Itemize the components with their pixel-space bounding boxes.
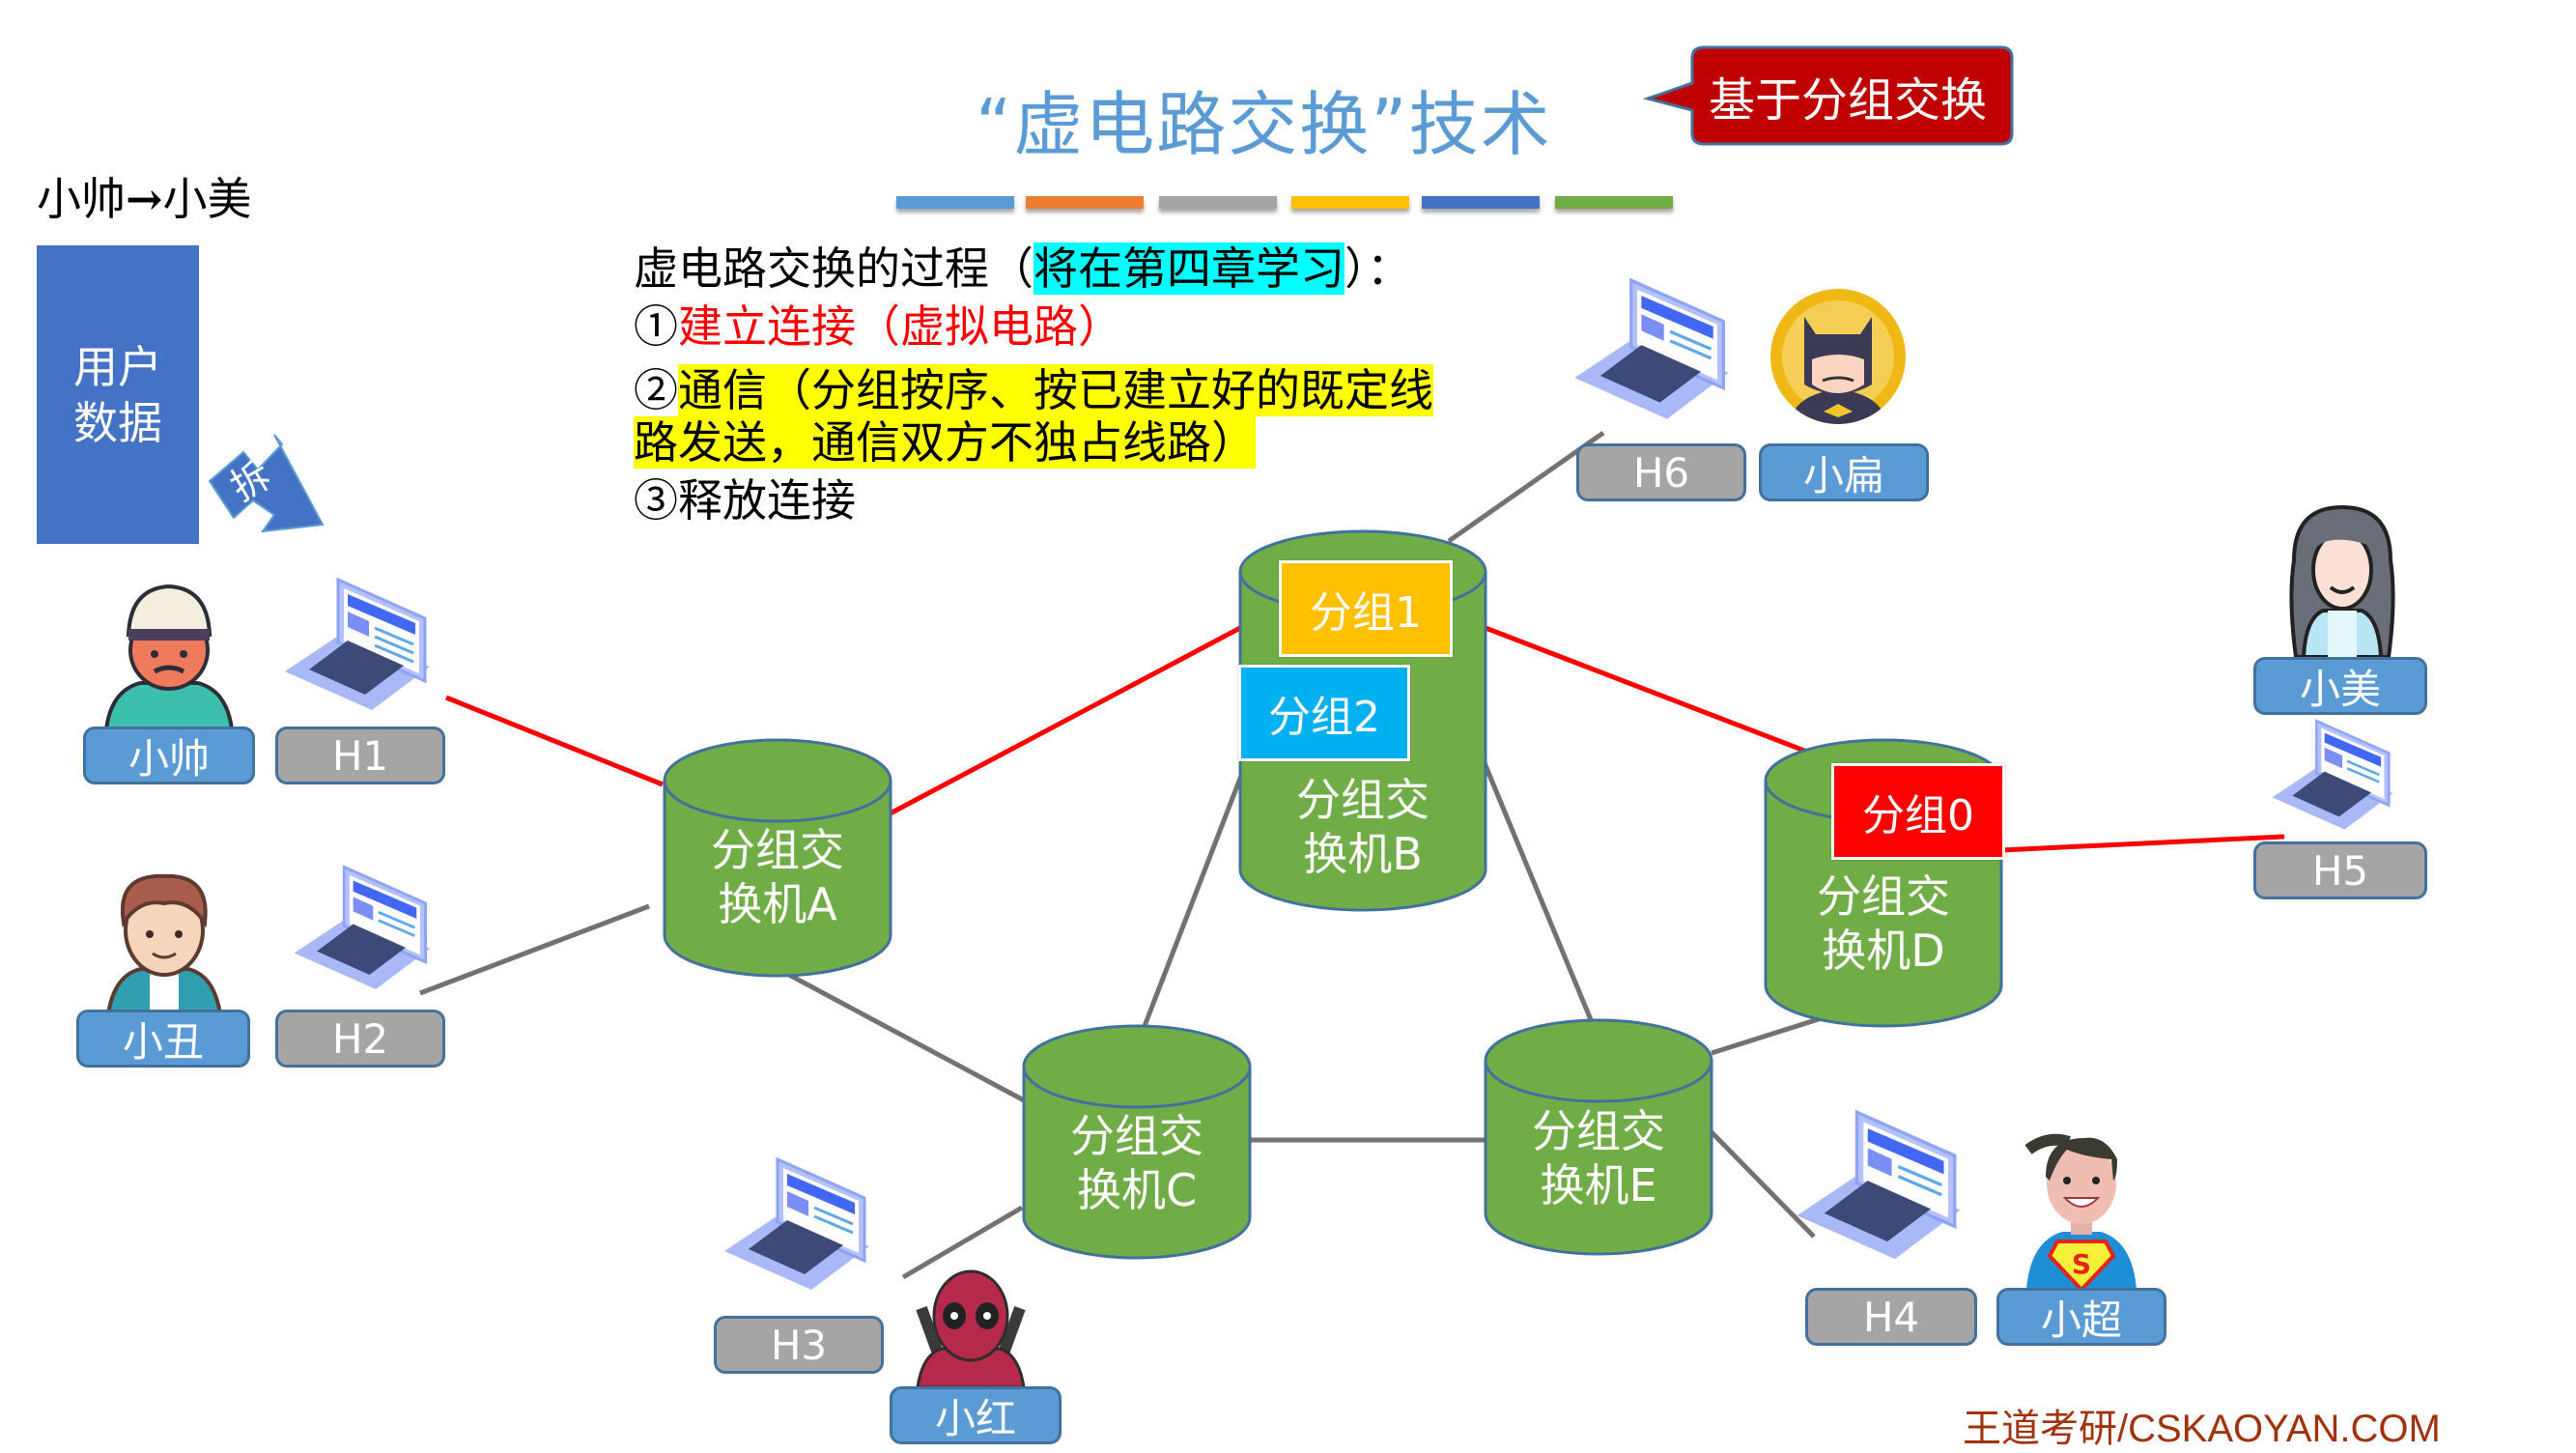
laptop-icon-h4 <box>1797 1109 1961 1260</box>
slide-title: “虚电路交换”技术 <box>976 84 1552 165</box>
color-bar-1 <box>896 196 1014 209</box>
callout-bubble: 基于分组交换 <box>1642 44 2015 147</box>
link-c-h3 <box>901 1205 1024 1280</box>
svg-text:S: S <box>2072 1248 2091 1280</box>
step2-text1: 通信（分组按序、按已建立好的既定线 <box>678 364 1433 416</box>
switch-c-label: 分组交换机C <box>1024 1109 1250 1217</box>
user-data-line2: 数据 <box>73 396 162 449</box>
switch-c-line2: 换机C <box>1076 1164 1198 1216</box>
packet-2: 分组2 <box>1238 665 1410 761</box>
switch-b-line2: 换机B <box>1303 828 1423 880</box>
color-bar-4 <box>1291 196 1409 209</box>
process-heading: 虚电路交换的过程（将在第四章学习）： <box>634 240 1433 298</box>
switch-d-label: 分组交换机D <box>1766 869 2001 978</box>
heading-highlight: 将在第四章学习 <box>1033 242 1345 295</box>
color-bar-5 <box>1422 196 1540 209</box>
callout-text: 基于分组交换 <box>1708 73 1987 128</box>
color-bar-3 <box>1159 196 1277 209</box>
color-bar-2 <box>1026 196 1144 209</box>
switch-a-line1: 分组交 <box>711 824 844 876</box>
user-data-line1: 用户 <box>73 340 162 393</box>
avatar-icon-xiaochao: S <box>2024 1133 2137 1290</box>
vc-a-b <box>883 625 1242 819</box>
step2-text2: 路发送，通信双方不独占线路） <box>634 416 1256 469</box>
path-to: 小美 <box>162 173 252 225</box>
avatar-icon-xiaohong <box>916 1269 1026 1387</box>
user-xiaohong-label: 小红 <box>890 1386 1062 1444</box>
avatar-icon-xiaochou <box>105 873 223 1014</box>
laptop-icon-h2 <box>294 865 431 989</box>
laptop-icon-h3 <box>724 1156 869 1290</box>
link-a-c <box>785 971 1028 1104</box>
split-arrow-icon <box>208 434 325 533</box>
step1-text: 建立连接（虚拟电路） <box>678 300 1122 353</box>
switch-d-line2: 换机D <box>1822 925 1945 977</box>
link-b-c <box>1142 762 1249 1027</box>
switch-e-label: 分组交换机E <box>1486 1104 1712 1212</box>
avatar-icon-xiaomei <box>2289 504 2395 657</box>
user-xiaoshuai-label: 小帅 <box>83 726 255 784</box>
step3-text: 释放连接 <box>678 474 856 527</box>
split-arrow: 拆 <box>205 433 326 534</box>
path-label: 小帅→小美 <box>37 164 252 228</box>
vc-h1-a <box>445 695 664 787</box>
user-xiaomei-label: 小美 <box>2253 657 2427 715</box>
packet-1: 分组1 <box>1279 560 1453 657</box>
link-b-e <box>1482 762 1595 1023</box>
host-h2-label: H2 <box>275 1010 445 1068</box>
host-h4-label: H4 <box>1805 1288 1977 1346</box>
process-text: 虚电路交换的过程（将在第四章学习）： ①建立连接（虚拟电路） ②通信（分组按序、… <box>634 240 1433 529</box>
switch-a-label: 分组交换机A <box>665 823 891 931</box>
heading-post: ）： <box>1345 242 1411 295</box>
laptop-icon-h6 <box>1574 277 1729 419</box>
heading-pre: 虚电路交换的过程（ <box>634 242 1033 295</box>
switch-e-line2: 换机E <box>1540 1159 1657 1211</box>
avatar-icon-xiaobian <box>1770 289 1906 424</box>
link-h2-a <box>419 903 650 996</box>
host-h6-label: H6 <box>1576 443 1746 501</box>
step-2-line1: ②通信（分组按序、按已建立好的既定线 <box>634 361 1433 419</box>
switch-c-line1: 分组交 <box>1070 1110 1203 1162</box>
step-2-line2: 路发送，通信双方不独占线路） <box>634 413 1433 471</box>
user-xiaobian-label: 小扁 <box>1759 443 1929 501</box>
host-h1-label: H1 <box>275 726 445 784</box>
laptop-icon-h5 <box>2272 719 2393 830</box>
switch-e-line1: 分组交 <box>1532 1105 1665 1157</box>
step-1: ①建立连接（虚拟电路） <box>634 298 1433 356</box>
path-arrow-icon: → <box>126 173 163 225</box>
footer-brand: 王道考研/CSKAOYAN.COM <box>1963 1408 2441 1450</box>
switch-b-label: 分组交换机B <box>1240 773 1486 881</box>
vc-d-h5 <box>2000 834 2285 853</box>
link-e-h4 <box>1710 1130 1816 1239</box>
user-xiaochou-label: 小丑 <box>76 1010 250 1068</box>
step2-num: ② <box>634 364 678 416</box>
host-h5-label: H5 <box>2253 841 2427 899</box>
avatar-icon-xiaoshuai <box>103 584 235 729</box>
laptop-icon-h1 <box>285 577 430 710</box>
vc-b-d <box>1485 625 1863 776</box>
step3-num: ③ <box>634 474 678 527</box>
link-e-d <box>1711 1002 1865 1056</box>
color-bar-6 <box>1555 196 1673 209</box>
switch-a-line2: 换机A <box>718 878 837 930</box>
callout-shape <box>1642 45 2014 146</box>
user-xiaochao-label: 小超 <box>1996 1288 2166 1346</box>
path-from: 小帅 <box>37 173 126 225</box>
packet-0: 分组0 <box>1831 763 2005 860</box>
step1-num: ① <box>634 300 678 353</box>
user-data-box: 用户数据 <box>37 245 199 544</box>
switch-d-line1: 分组交 <box>1817 870 1950 923</box>
host-h3-label: H3 <box>714 1316 884 1374</box>
step-3: ③释放连接 <box>634 471 1433 529</box>
switch-b-line1: 分组交 <box>1296 774 1430 826</box>
